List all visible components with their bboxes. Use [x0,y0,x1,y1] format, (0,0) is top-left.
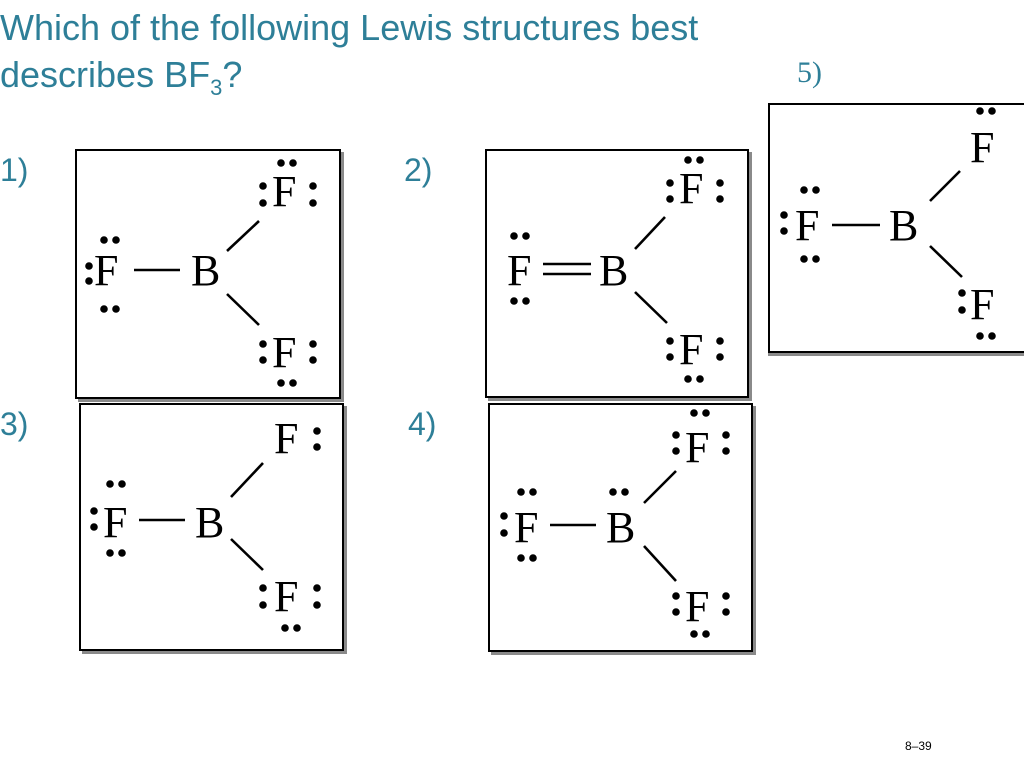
lone-pairs [780,107,996,340]
single-bond-top [226,220,260,252]
lone-pairs [85,159,317,387]
question-text: Which of the following Lewis structures … [0,7,699,95]
boron-center: B [195,498,224,547]
option-5-label[interactable]: 5) [797,56,822,89]
fluorine-bottom: F [274,572,298,621]
boron-center: B [191,246,220,295]
fluorine-top: F [970,123,994,172]
option-1-label[interactable]: 1) [0,152,29,188]
lewis-structure-5-svg: F B F F [780,107,996,340]
option-3-label[interactable]: 3) [0,406,29,442]
boron-center: B [889,201,918,250]
fluorine-left: F [94,246,118,295]
question-mark: ? [222,54,243,95]
option-4-label[interactable]: 4) [408,406,437,442]
boron-center: B [606,503,635,552]
lewis-structure-3-svg: F B F F [90,414,321,632]
lewis-structure-1-svg: F B F F [85,159,317,387]
single-bond-top [230,462,264,498]
single-bond-bottom [643,545,677,582]
slide-number: 8–39 [905,739,932,753]
lone-pairs [90,427,321,632]
option-2-structure[interactable]: F B F F [485,149,749,398]
fluorine-top: F [272,167,296,216]
lone-pairs [500,409,730,638]
option-1-structure[interactable]: F B F F [75,149,341,399]
fluorine-left: F [514,503,538,552]
fluorine-bottom: F [679,325,703,374]
single-bond-top [929,170,961,202]
single-bond-bottom [226,293,260,326]
fluorine-left: F [795,201,819,250]
fluorine-bottom: F [685,582,709,631]
option-4-structure[interactable]: F B F F [488,403,753,652]
boron-center: B [599,246,628,295]
single-bond-top [634,216,666,250]
single-bond-top [643,470,677,504]
fluorine-top: F [685,423,709,472]
fluorine-bottom: F [970,280,994,329]
single-bond-bottom [230,538,264,571]
title-subscript: 3 [210,75,223,100]
lewis-structure-4-svg: F B F F [500,409,730,638]
option-2-label[interactable]: 2) [404,152,433,188]
fluorine-left: F [507,246,531,295]
lewis-structure-2-svg: F B F F [507,156,724,383]
fluorine-top: F [679,164,703,213]
fluorine-bottom: F [272,328,296,377]
question-title: Which of the following Lewis structures … [0,4,800,100]
option-3-structure[interactable]: F B F F [79,403,344,651]
option-5-structure[interactable]: F B F F [768,103,1024,353]
fluorine-left: F [103,498,127,547]
single-bond-bottom [634,291,668,324]
fluorine-top: F [274,414,298,463]
single-bond-bottom [929,245,963,278]
lone-pairs [510,156,724,383]
